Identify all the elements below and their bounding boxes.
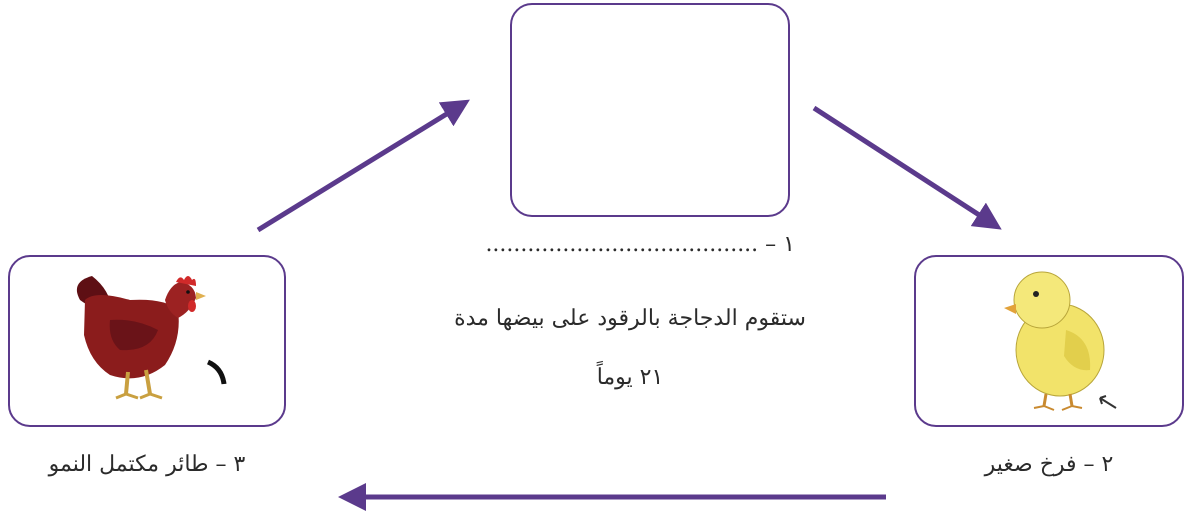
chick-icon [1004, 271, 1117, 411]
description-line-1: ستقوم الدجاجة بالرقود على بيضها مدة [454, 306, 806, 331]
arrow-stage1-to-stage2 [812, 105, 1002, 230]
stage1-dash: – [765, 232, 777, 257]
hen-icon [76, 276, 227, 400]
stage1-number: ١ [783, 232, 795, 257]
stage3-label: ٣ – طائر مكتمل النمو [48, 452, 246, 477]
stage1-box-empty [510, 3, 790, 217]
description-line-2: ٢١ يوماً [596, 365, 664, 390]
stage2-label: ٢ – فرخ صغير [984, 452, 1114, 477]
stage1-blank-line: ....................................... [485, 232, 759, 257]
arrow-stage3-to-stage1 [256, 99, 470, 233]
stage1-label: ١ – ....................................… [485, 232, 795, 257]
